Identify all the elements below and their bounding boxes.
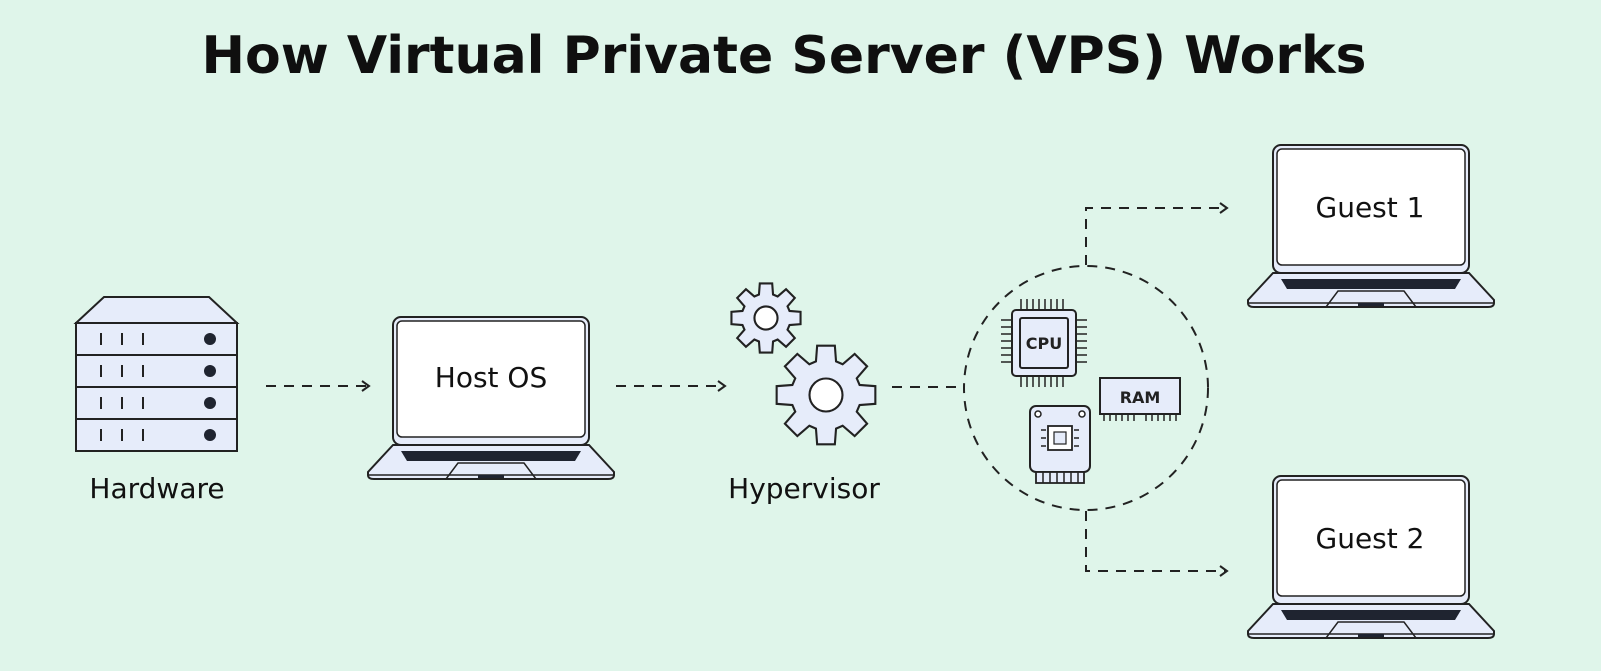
hardware-label: Hardware: [89, 472, 224, 505]
storage-card-icon: [1029, 405, 1091, 484]
server-rack-icon: [73, 296, 240, 452]
host-os-label: Host OS: [435, 361, 547, 394]
cpu-label: CPU: [1026, 334, 1062, 353]
arrow-to-guest2: [1085, 511, 1229, 577]
guest2-laptop: [1247, 475, 1495, 639]
guest2-label: Guest 2: [1316, 522, 1425, 555]
page-title: How Virtual Private Server (VPS) Works: [202, 26, 1367, 86]
host-os-laptop: [367, 316, 615, 480]
arrow-to-guest1: [1085, 202, 1229, 265]
resource-pool-circle: [963, 265, 1209, 511]
gears-icon: [730, 282, 877, 446]
ram-stick-icon: [1099, 377, 1181, 421]
ram-label: RAM: [1120, 388, 1161, 407]
cpu-chip-icon: [1001, 299, 1087, 387]
guest1-laptop: [1247, 144, 1495, 308]
guest1-label: Guest 1: [1316, 191, 1425, 224]
hypervisor-label: Hypervisor: [728, 472, 880, 505]
